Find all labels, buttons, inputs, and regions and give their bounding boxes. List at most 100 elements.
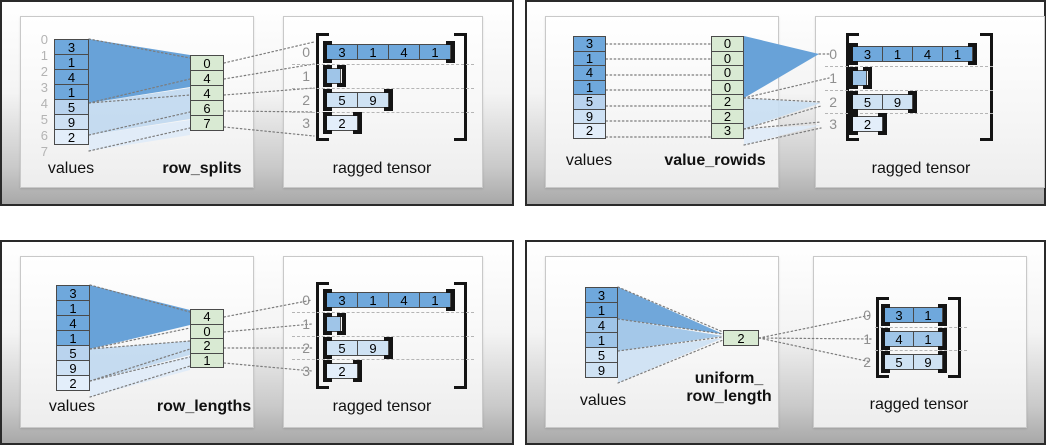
values-cell: 3: [54, 39, 89, 55]
value-index: 7: [40, 144, 48, 159]
values-cell: 3: [56, 285, 90, 301]
close-bracket-icon: [454, 282, 467, 389]
encoding-cell: 3: [711, 123, 744, 139]
row-label: 0: [302, 44, 310, 60]
row-label: 2: [863, 354, 871, 370]
values-cell: 9: [585, 362, 618, 378]
row-separator: [292, 336, 474, 337]
row-separator: [825, 66, 993, 67]
value-index: 0: [40, 32, 48, 47]
open-bracket-icon: [849, 67, 858, 89]
value-index: 3: [40, 80, 48, 95]
tensor-row: 3 1 4 1: [323, 41, 455, 63]
row-separator: [292, 359, 474, 360]
close-bracket-icon: [938, 328, 947, 350]
close-bracket-icon: [446, 289, 455, 311]
values-cell: 4: [585, 317, 618, 333]
encoding-cell: 2: [190, 338, 224, 354]
tensor-cell: 4: [388, 292, 420, 308]
tensor-label: ragged tensor: [869, 396, 969, 413]
close-bracket-icon: [968, 43, 977, 65]
open-bracket-icon: [876, 297, 889, 378]
row-separator: [292, 88, 474, 89]
values-cell: 1: [573, 50, 606, 66]
encoding-cell: 2: [711, 108, 744, 124]
values-cell: 3: [573, 36, 606, 52]
connector-lines: [89, 284, 313, 398]
row-splits-diagram: 0 1 2 3 4 5 6 7 3 1 4 1 5 9 2 0 4 4 6 7 …: [0, 0, 514, 206]
encoding-cell: 0: [711, 79, 744, 95]
values-cell: 1: [54, 84, 89, 100]
encoding-label: row_lengths: [156, 398, 252, 415]
open-bracket-icon: [323, 41, 332, 63]
values-cell: 1: [54, 54, 89, 70]
close-bracket-icon: [353, 360, 362, 382]
open-bracket-icon: [849, 43, 858, 65]
value-index: 4: [40, 96, 48, 111]
close-bracket-icon: [863, 67, 872, 89]
values-column: 3 1 4 1 5 9 2: [54, 39, 89, 145]
tensor-row: 2: [323, 112, 362, 134]
row-label: 3: [302, 115, 310, 131]
connector-lines: [88, 38, 315, 152]
values-cell: 9: [56, 360, 90, 376]
row-splits-column: 0 4 4 6 7: [190, 55, 224, 131]
uniform-row-length-cell: 2: [723, 330, 759, 346]
encoding-cell: 4: [190, 85, 224, 101]
row-label: 2: [829, 94, 837, 110]
tensor-cell: 9: [882, 94, 913, 110]
encoding-cell: 0: [711, 50, 744, 66]
value-index: 5: [40, 112, 48, 127]
close-bracket-icon: [337, 313, 346, 335]
tensor-row: 4 1: [881, 328, 947, 350]
open-bracket-icon: [881, 328, 890, 350]
tensor-cell: 4: [388, 44, 420, 60]
value-rowids-diagram: 3 1 4 1 5 9 2 0 0 0 0 2 2 3 values value…: [525, 0, 1046, 206]
row-label: 3: [829, 116, 837, 132]
connector-lines: [617, 286, 872, 384]
row-label: 2: [302, 92, 310, 108]
tensor-row: 5 9: [849, 91, 917, 113]
encoding-cell: 0: [711, 65, 744, 81]
encoding-cell: 4: [190, 70, 224, 86]
values-cell: 4: [54, 69, 89, 85]
open-bracket-icon: [323, 313, 332, 335]
tensor-row: 5 9: [323, 337, 393, 359]
encoding-cell: 0: [190, 323, 224, 339]
tensor-cell: 1: [419, 292, 451, 308]
open-bracket-icon: [881, 304, 890, 326]
values-cell: 9: [573, 108, 606, 124]
tensor-cell: 1: [942, 46, 973, 62]
values-column: 3 1 4 1 5 9: [585, 287, 618, 378]
encoding-cell: 6: [190, 100, 224, 116]
close-bracket-icon: [938, 351, 947, 373]
open-bracket-icon: [323, 360, 332, 382]
row-separator: [875, 350, 967, 351]
tensor-row-empty: [323, 313, 346, 335]
tensor-row-empty: [849, 67, 872, 89]
close-bracket-icon: [446, 41, 455, 63]
values-cell: 9: [54, 114, 89, 130]
row-label: 1: [302, 68, 310, 84]
encoding-label-line2: row_length: [686, 388, 772, 405]
row-label: 0: [829, 46, 837, 62]
row-label: 1: [829, 70, 837, 86]
tensor-cell: 9: [913, 354, 943, 370]
tensor-cell: 2: [852, 116, 883, 132]
close-bracket-icon: [980, 33, 993, 141]
close-bracket-icon: [948, 297, 961, 378]
values-cell: 2: [573, 123, 606, 139]
tensor-row-empty: [323, 65, 346, 87]
open-bracket-icon: [323, 89, 332, 111]
values-cell: 5: [585, 347, 618, 363]
tensor-cell: 4: [912, 46, 943, 62]
value-index: 6: [40, 128, 48, 143]
tensor-row: 5 9: [881, 351, 947, 373]
tensor-cell: 1: [357, 292, 389, 308]
tensor-label: ragged tensor: [332, 160, 432, 177]
open-bracket-icon: [849, 113, 858, 135]
row-separator: [825, 90, 993, 91]
open-bracket-icon: [323, 112, 332, 134]
tensor-cell: 1: [913, 331, 943, 347]
